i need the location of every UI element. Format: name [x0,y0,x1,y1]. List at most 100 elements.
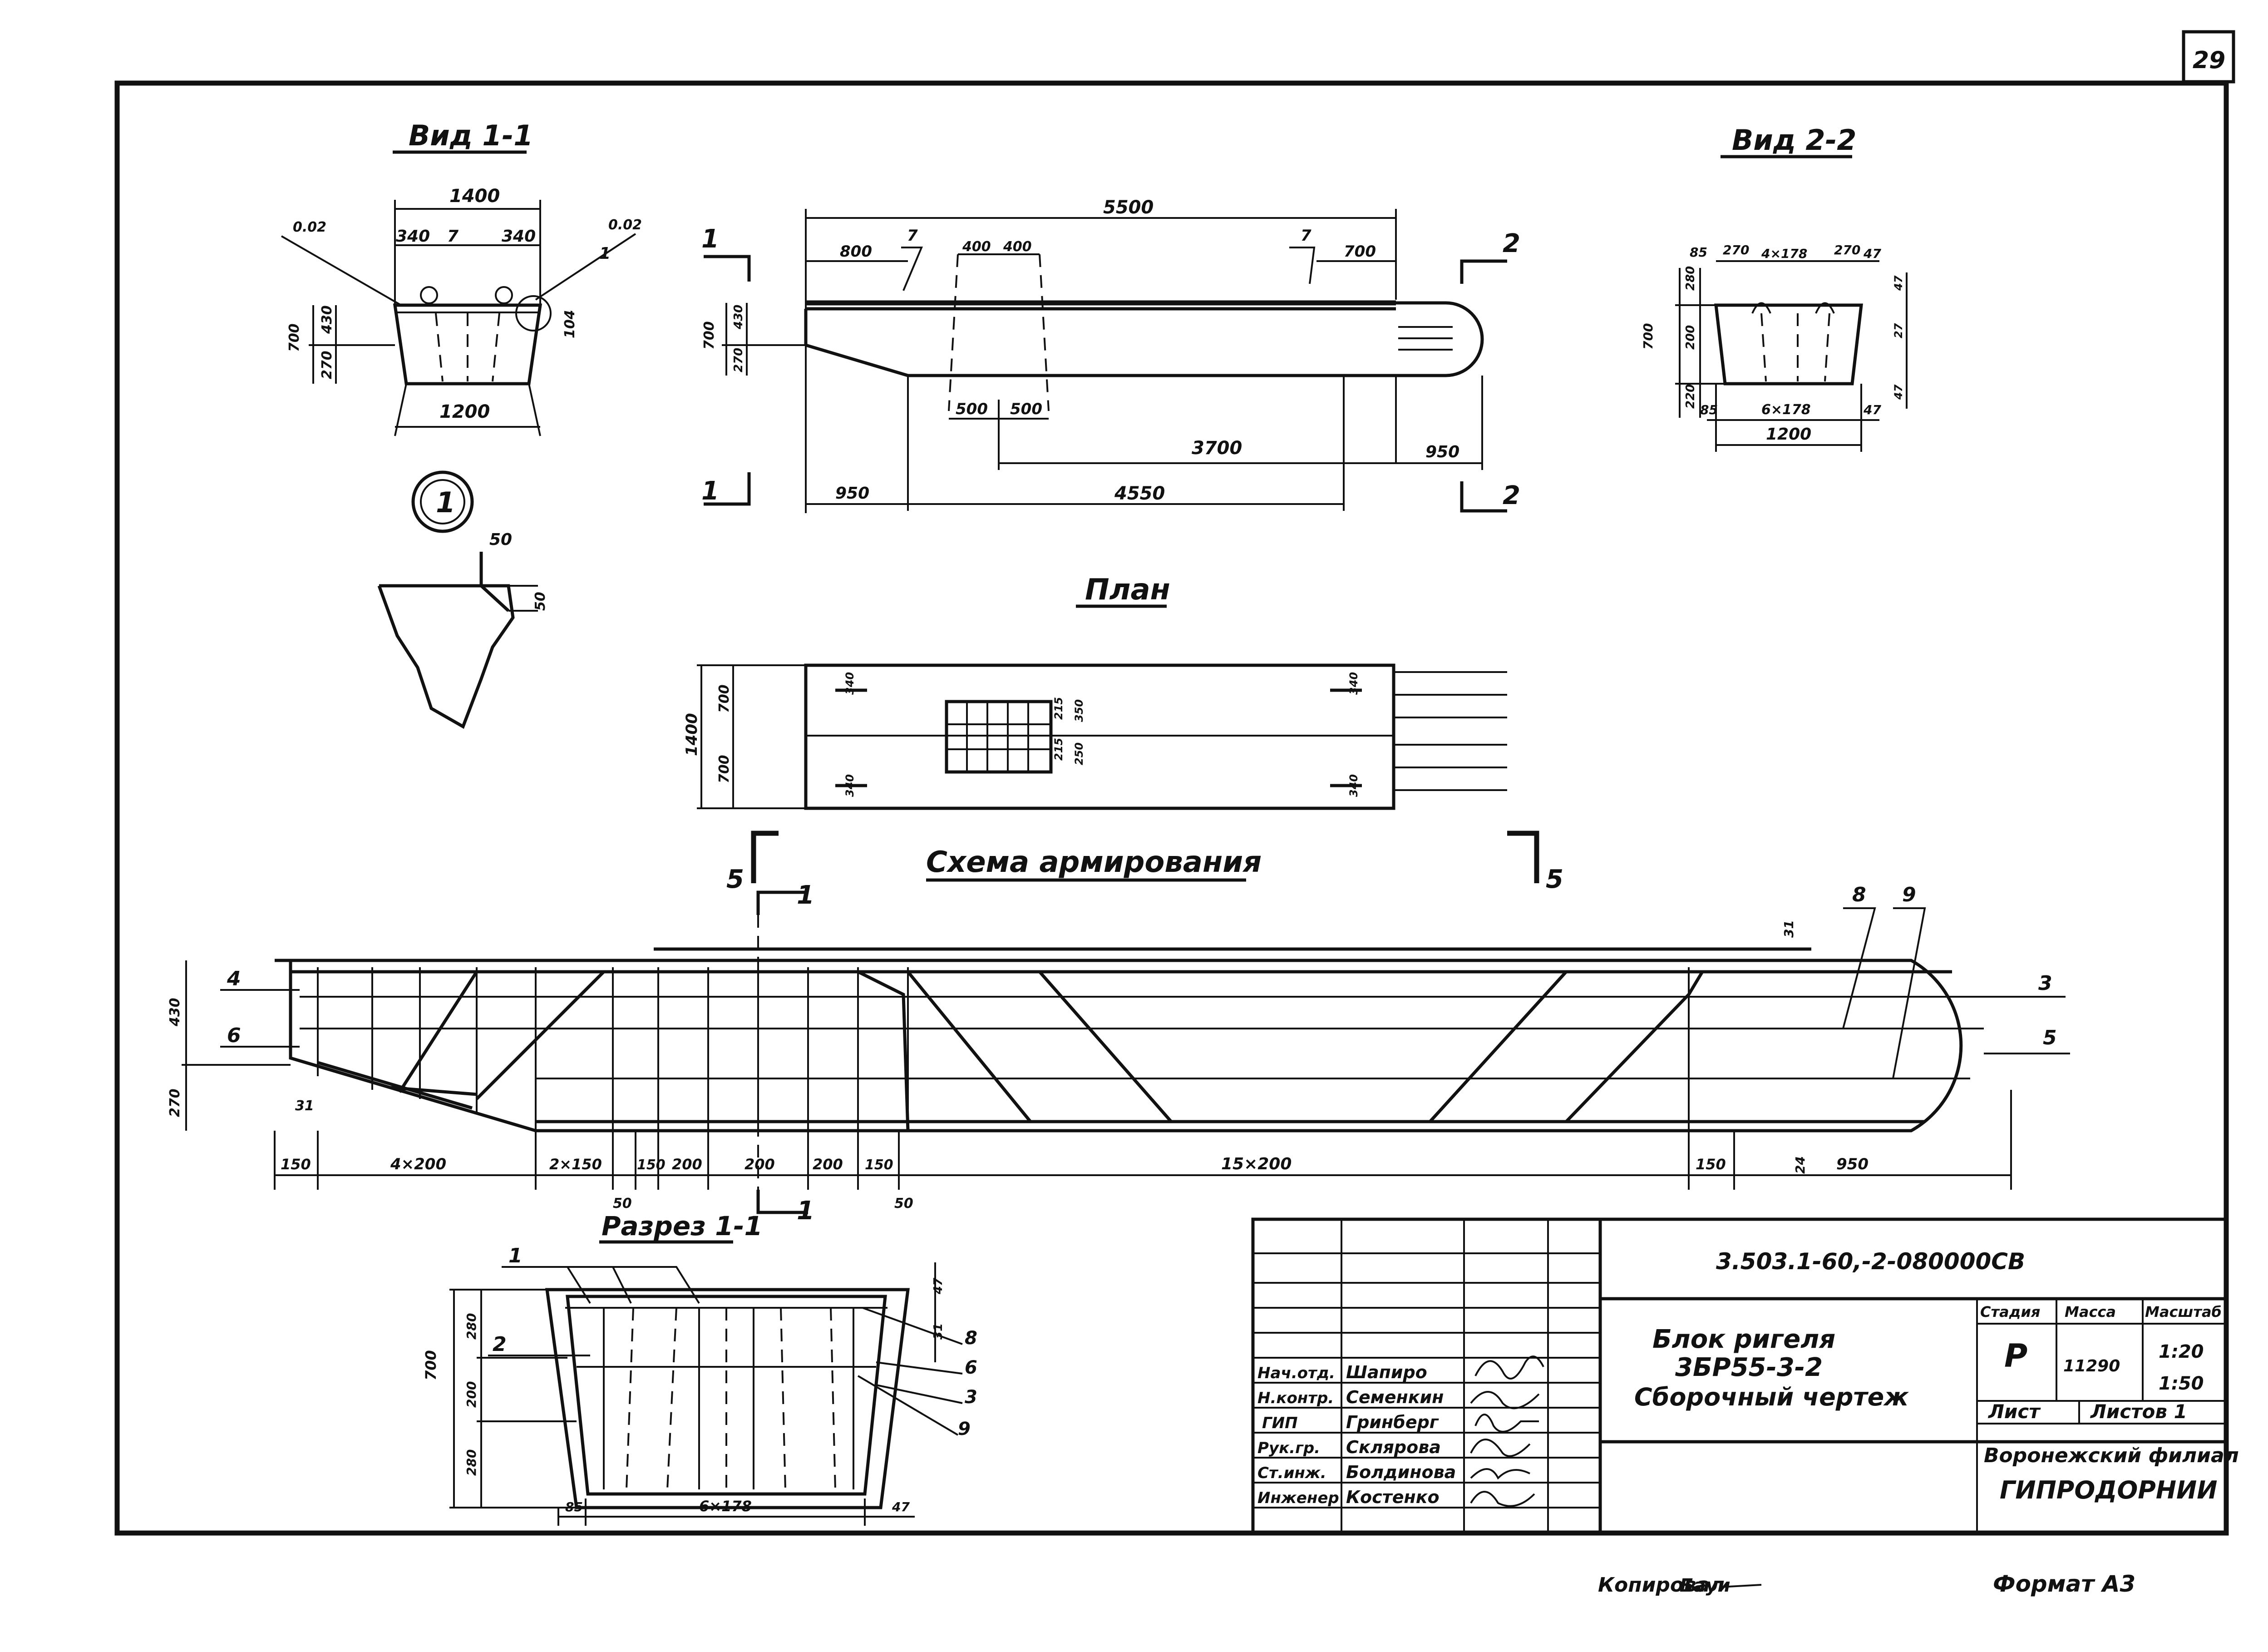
plan-dim-340-b: 340 [843,774,856,797]
v22-dim-47-b: 47 [1863,402,1881,417]
doc-code: 3.503.1-60,-2-080000СВ [1716,1248,2025,1275]
v22-dim-85-b: 85 [1700,402,1718,417]
section-1-1: Разрез 1-1 700 280 200 280 [422,1211,977,1526]
section-mark-5-left [751,831,779,883]
dim-950-right: 950 [1425,443,1459,461]
s11-dim-47: 47 [892,1499,910,1514]
section-mark-1-bottom [704,472,751,506]
staff-name-4: Болдинова [1346,1462,1456,1482]
s11-dim-280-bottom: 280 [464,1449,479,1476]
plan-inner-mesh [945,700,1053,774]
v22-dim-47-a: 47 [1863,246,1881,261]
v22-dim-700: 700 [1641,323,1656,350]
scheme-title: Схема армирования [926,846,1262,879]
view-1-1: Вид 1-1 1400 340 340 7 1 0.02 0.02 700 4… [281,119,642,729]
view-1-1-title: Вид 1-1 [409,119,533,152]
section-mark-2-top-label: 2 [1503,229,1520,258]
s11-dim-280-top: 280 [464,1313,479,1340]
scheme-dim-430: 430 [167,998,183,1027]
org-name-2: ГИПРОДОРНИИ [2000,1476,2217,1504]
v22-dim-4x178: 4×178 [1761,246,1807,261]
v22-dim-280: 280 [1684,266,1697,291]
dim-1400: 1400 [449,186,500,207]
v22-dim-220: 220 [1684,384,1697,409]
scheme-bdim-9: 150 [1696,1156,1726,1173]
page-number: 29 [2193,47,2225,74]
scheme-section-mark-top-label: 1 [797,880,814,910]
staff-role-1: Н.контр. [1257,1389,1334,1407]
section-mark-2-top [1460,259,1507,284]
s11-dim-6x178: 6×178 [699,1498,752,1515]
section-mark-2-bottom [1460,481,1507,513]
sheet-label: Лист [1987,1400,2041,1423]
view-2-2-title: Вид 2-2 [1732,124,1856,157]
section-mark-1-bottom-label: 1 [701,476,719,506]
plan-dim-700-top: 700 [716,684,732,713]
v22-dim-270-a: 270 [1723,242,1749,257]
scheme-pos-4: 4 [227,967,241,990]
plan-dim-215-a: 215 [1052,697,1065,720]
dim-4550: 4550 [1114,483,1165,504]
scheme-bdim-10: 950 [1836,1155,1869,1173]
scheme-section-mark-bottom-label: 1 [797,1196,814,1226]
plan-dim-250: 250 [1073,742,1085,765]
staff-name-1: Семенкин [1346,1387,1444,1407]
detail-mark-outer [411,470,474,533]
dim-1200: 1200 [439,401,490,422]
plan-dim-1400: 1400 [683,713,701,756]
scheme-under-50-left: 50 [613,1196,632,1212]
dim-400-b: 400 [1003,239,1032,255]
chamfer-right: 0.02 [608,217,642,233]
plan-title: План [1085,573,1170,607]
copied-by: Копировал [1598,1573,1725,1597]
section-mark-5-left-label: 5 [726,865,744,894]
scheme-bdim-6: 200 [813,1156,843,1173]
scheme-pos-8: 8 [1852,883,1866,906]
dim-700-height: 700 [701,321,717,350]
dim-430: 430 [319,305,335,334]
plan-dim-340-d: 340 [1347,774,1360,797]
drawing-name-3: Сборочный чертеж [1634,1383,1909,1411]
title-block: 3.503.1-60,-2-080000СВ Блок ригеля 3БР55… [1251,1217,2239,1535]
scheme-dim-31-right: 31 [1781,920,1796,938]
scheme-bdim-7: 150 [865,1157,893,1173]
v22-dim-47-r2: 47 [1892,384,1905,400]
drawing-name-1: Блок ригеля [1652,1325,1835,1354]
section-1-1-title: Разрез 1-1 [602,1211,763,1241]
signatures [1470,1355,1544,1507]
scheme-pos-6: 6 [227,1024,241,1047]
plan-dim-215-b: 215 [1052,738,1065,761]
s11-callout-2: 2 [493,1333,507,1356]
scheme-bdim-5: 200 [744,1156,775,1173]
plan-dim-700-bottom: 700 [716,755,732,783]
dim-340-right: 340 [502,227,536,246]
staff-name-3: Склярова [1346,1437,1441,1457]
v22-dim-200: 200 [1684,325,1697,350]
plan-dim-340-c: 340 [1347,672,1360,695]
s11-dim-700: 700 [422,1350,439,1380]
view-2-2: Вид 2-2 85 270 4×178 270 47 700 280 200 … [1641,124,1908,452]
detail-dim-h: 50 [489,530,512,549]
dim-104: 104 [562,310,578,338]
beam-profile [805,301,1484,377]
scale-value-1: 1:20 [2159,1341,2204,1362]
dim-500-a: 500 [956,400,988,418]
dim-950-left: 950 [835,484,869,503]
dim-700: 700 [286,323,302,352]
scheme-bdim-2: 2×150 [549,1156,602,1173]
v22-dim-47-r1: 47 [1892,275,1905,291]
org-name-1: Воронежский филиал [1984,1444,2239,1467]
dim-340-left: 340 [396,227,430,246]
copier-signature: Бауи [1680,1575,1731,1596]
scheme-section-mark-top [756,890,808,915]
v22-dim-6x178: 6×178 [1761,402,1811,418]
staff-role-0: Нач.отд. [1257,1364,1335,1382]
scheme-pos-5: 5 [2043,1026,2057,1049]
v22-dim-270-b: 270 [1834,242,1860,257]
callout-7: 7 [447,227,459,246]
staff-name-0: Шапиро [1346,1362,1427,1382]
s11-dim-85: 85 [565,1499,583,1514]
v22-dim-27: 27 [1892,323,1905,338]
scale-value-2: 1:50 [2159,1373,2204,1394]
plan-view: План 1400 700 700 340 340 340 340 215 21… [683,573,1563,894]
